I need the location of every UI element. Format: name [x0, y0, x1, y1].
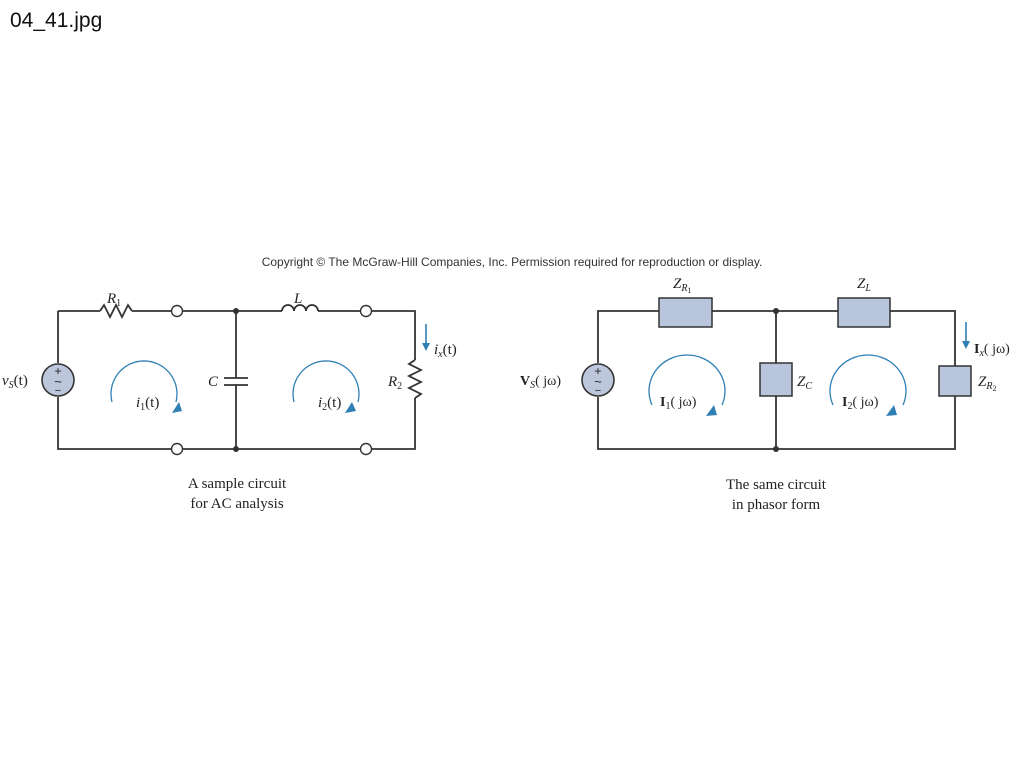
svg-text:−: − [55, 385, 61, 397]
left-resistor-r1 [99, 302, 133, 320]
svg-text:~: ~ [54, 374, 62, 389]
copyright-notice: Copyright © The McGraw-Hill Companies, I… [261, 255, 763, 269]
label-ix-t: ix(t) [434, 342, 457, 360]
label-zl: ZL [857, 276, 871, 294]
label-zr2: ZR2 [978, 374, 996, 393]
right-wire-top-left [597, 310, 659, 363]
svg-text:+: + [594, 364, 601, 378]
right-circuit: + ~ − ZR1 ZL ZC ZR2 VS( jω) I1( jω) I2( … [520, 276, 1010, 513]
left-caption-line2: for AC analysis [190, 496, 283, 512]
left-terminal-3 [170, 442, 184, 456]
right-caption-line2: in phasor form [732, 497, 821, 513]
label-i2-t: i2(t) [318, 395, 341, 413]
file-name-label: 04_41.jpg [10, 9, 103, 32]
right-ac-source-icon: + ~ − [581, 363, 615, 397]
right-loop-i2-icon [829, 354, 907, 416]
right-caption-line1: The same circuit [726, 477, 827, 493]
left-terminal-4 [359, 442, 373, 456]
left-wire-bottom-left [57, 397, 171, 450]
impedance-box-zc [759, 362, 793, 397]
left-caption-line1: A sample circuit [188, 476, 287, 492]
left-resistor-r2 [406, 359, 424, 399]
label-zc: ZC [797, 374, 812, 392]
impedance-box-zr1 [658, 297, 713, 328]
left-node-bottom [233, 446, 239, 452]
left-terminal-2 [359, 304, 373, 318]
label-c: C [208, 374, 219, 390]
impedance-box-zl [837, 297, 891, 328]
label-i1-jw: I1( jω) [660, 395, 697, 412]
left-loop-i2-icon [292, 360, 360, 413]
left-node-top [233, 308, 239, 314]
left-inductor-l [281, 304, 319, 312]
label-vs-jw: VS( jω) [520, 374, 561, 391]
left-wire-right-bottom [372, 398, 416, 450]
left-wire-term-right [372, 310, 416, 360]
label-i2-jw: I2( jω) [842, 395, 879, 412]
left-loop-i1-icon [110, 360, 182, 413]
label-l: L [293, 291, 302, 307]
left-ix-arrow-icon [422, 324, 430, 351]
label-vs-t: vS(t) [2, 373, 28, 391]
right-node-bottom [773, 446, 779, 452]
impedance-box-zr2 [938, 365, 972, 397]
svg-text:~: ~ [594, 374, 602, 389]
right-ix-arrow-icon [962, 322, 970, 349]
left-terminal-1 [170, 304, 184, 318]
label-i1-t: i1(t) [136, 395, 159, 413]
label-r2: R2 [387, 374, 402, 392]
label-r1: R1 [106, 291, 121, 309]
svg-text:−: − [595, 385, 601, 397]
label-zr1: ZR1 [673, 276, 691, 295]
left-circuit: + ~ − R1 L C R2 vS(t) i1(t) i2(t) ix(t) … [2, 291, 457, 512]
right-wire-top-right [890, 310, 956, 366]
label-ix-jw: Ix( jω) [974, 342, 1010, 359]
right-loop-i1-icon [648, 354, 726, 416]
svg-text:+: + [54, 364, 61, 378]
right-node-top [773, 308, 779, 314]
left-ac-source-icon: + ~ − [41, 363, 75, 397]
